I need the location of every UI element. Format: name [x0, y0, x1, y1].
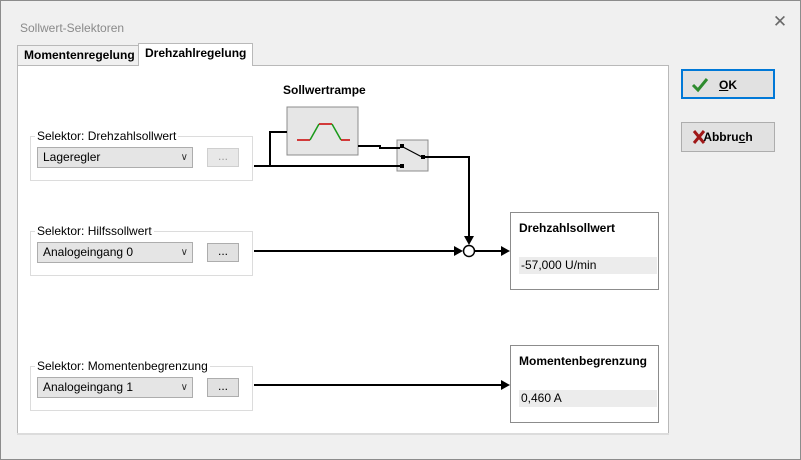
- panel-divider: [17, 433, 669, 435]
- selector-label-hilfssollwert: Selektor: Hilfssollwert: [35, 224, 154, 238]
- drehzahlsollwert-more-button[interactable]: ...: [207, 148, 239, 167]
- cancel-button[interactable]: Abbruch: [681, 122, 775, 152]
- tab-drehzahlregelung[interactable]: Drehzahlregelung: [138, 43, 254, 66]
- output-drehzahlsollwert: Drehzahlsollwert -57,000 U/min: [510, 212, 659, 290]
- chevron-down-icon: ∨: [180, 247, 188, 258]
- switch-icon: [396, 139, 429, 172]
- hilfssollwert-dropdown[interactable]: Analogeingang 0 ∨: [37, 242, 193, 263]
- hilfssollwert-more-button[interactable]: ...: [207, 243, 239, 262]
- chevron-down-icon: ∨: [180, 382, 188, 393]
- selector-label-momentenbegrenzung: Selektor: Momentenbegrenzung: [35, 359, 210, 373]
- ramp-icon[interactable]: [286, 106, 359, 156]
- summing-junction-icon: [462, 244, 476, 258]
- output-value: -57,000 U/min: [519, 257, 657, 274]
- tab-momentenregelung[interactable]: Momentenregelung: [17, 45, 142, 65]
- window-title: Sollwert-Selektoren: [20, 21, 125, 35]
- cross-icon: [692, 130, 706, 144]
- dropdown-value: Lageregler: [43, 150, 101, 164]
- output-momentenbegrenzung: Momentenbegrenzung 0,460 A: [510, 345, 659, 423]
- output-label: Momentenbegrenzung: [519, 354, 647, 368]
- chevron-down-icon: ∨: [180, 152, 188, 163]
- momentenbegrenzung-dropdown[interactable]: Analogeingang 1 ∨: [37, 377, 193, 398]
- ramp-label: Sollwertrampe: [283, 83, 366, 97]
- cancel-button-label: Abbruch: [703, 130, 753, 144]
- checkmark-icon: [691, 78, 709, 93]
- dropdown-value: Analogeingang 0: [43, 245, 134, 259]
- ok-button[interactable]: OK: [681, 69, 775, 99]
- close-icon[interactable]: ✕: [772, 12, 788, 31]
- output-label: Drehzahlsollwert: [519, 221, 616, 235]
- drehzahlsollwert-dropdown[interactable]: Lageregler ∨: [37, 147, 193, 168]
- selector-label-drehzahlsollwert: Selektor: Drehzahlsollwert: [35, 129, 179, 143]
- ok-button-label: OK: [718, 78, 737, 92]
- output-value: 0,460 A: [519, 390, 657, 407]
- title-bar: Sollwert-Selektoren ✕: [1, 1, 800, 39]
- momentenbegrenzung-more-button[interactable]: ...: [207, 378, 239, 397]
- dropdown-value: Analogeingang 1: [43, 380, 134, 394]
